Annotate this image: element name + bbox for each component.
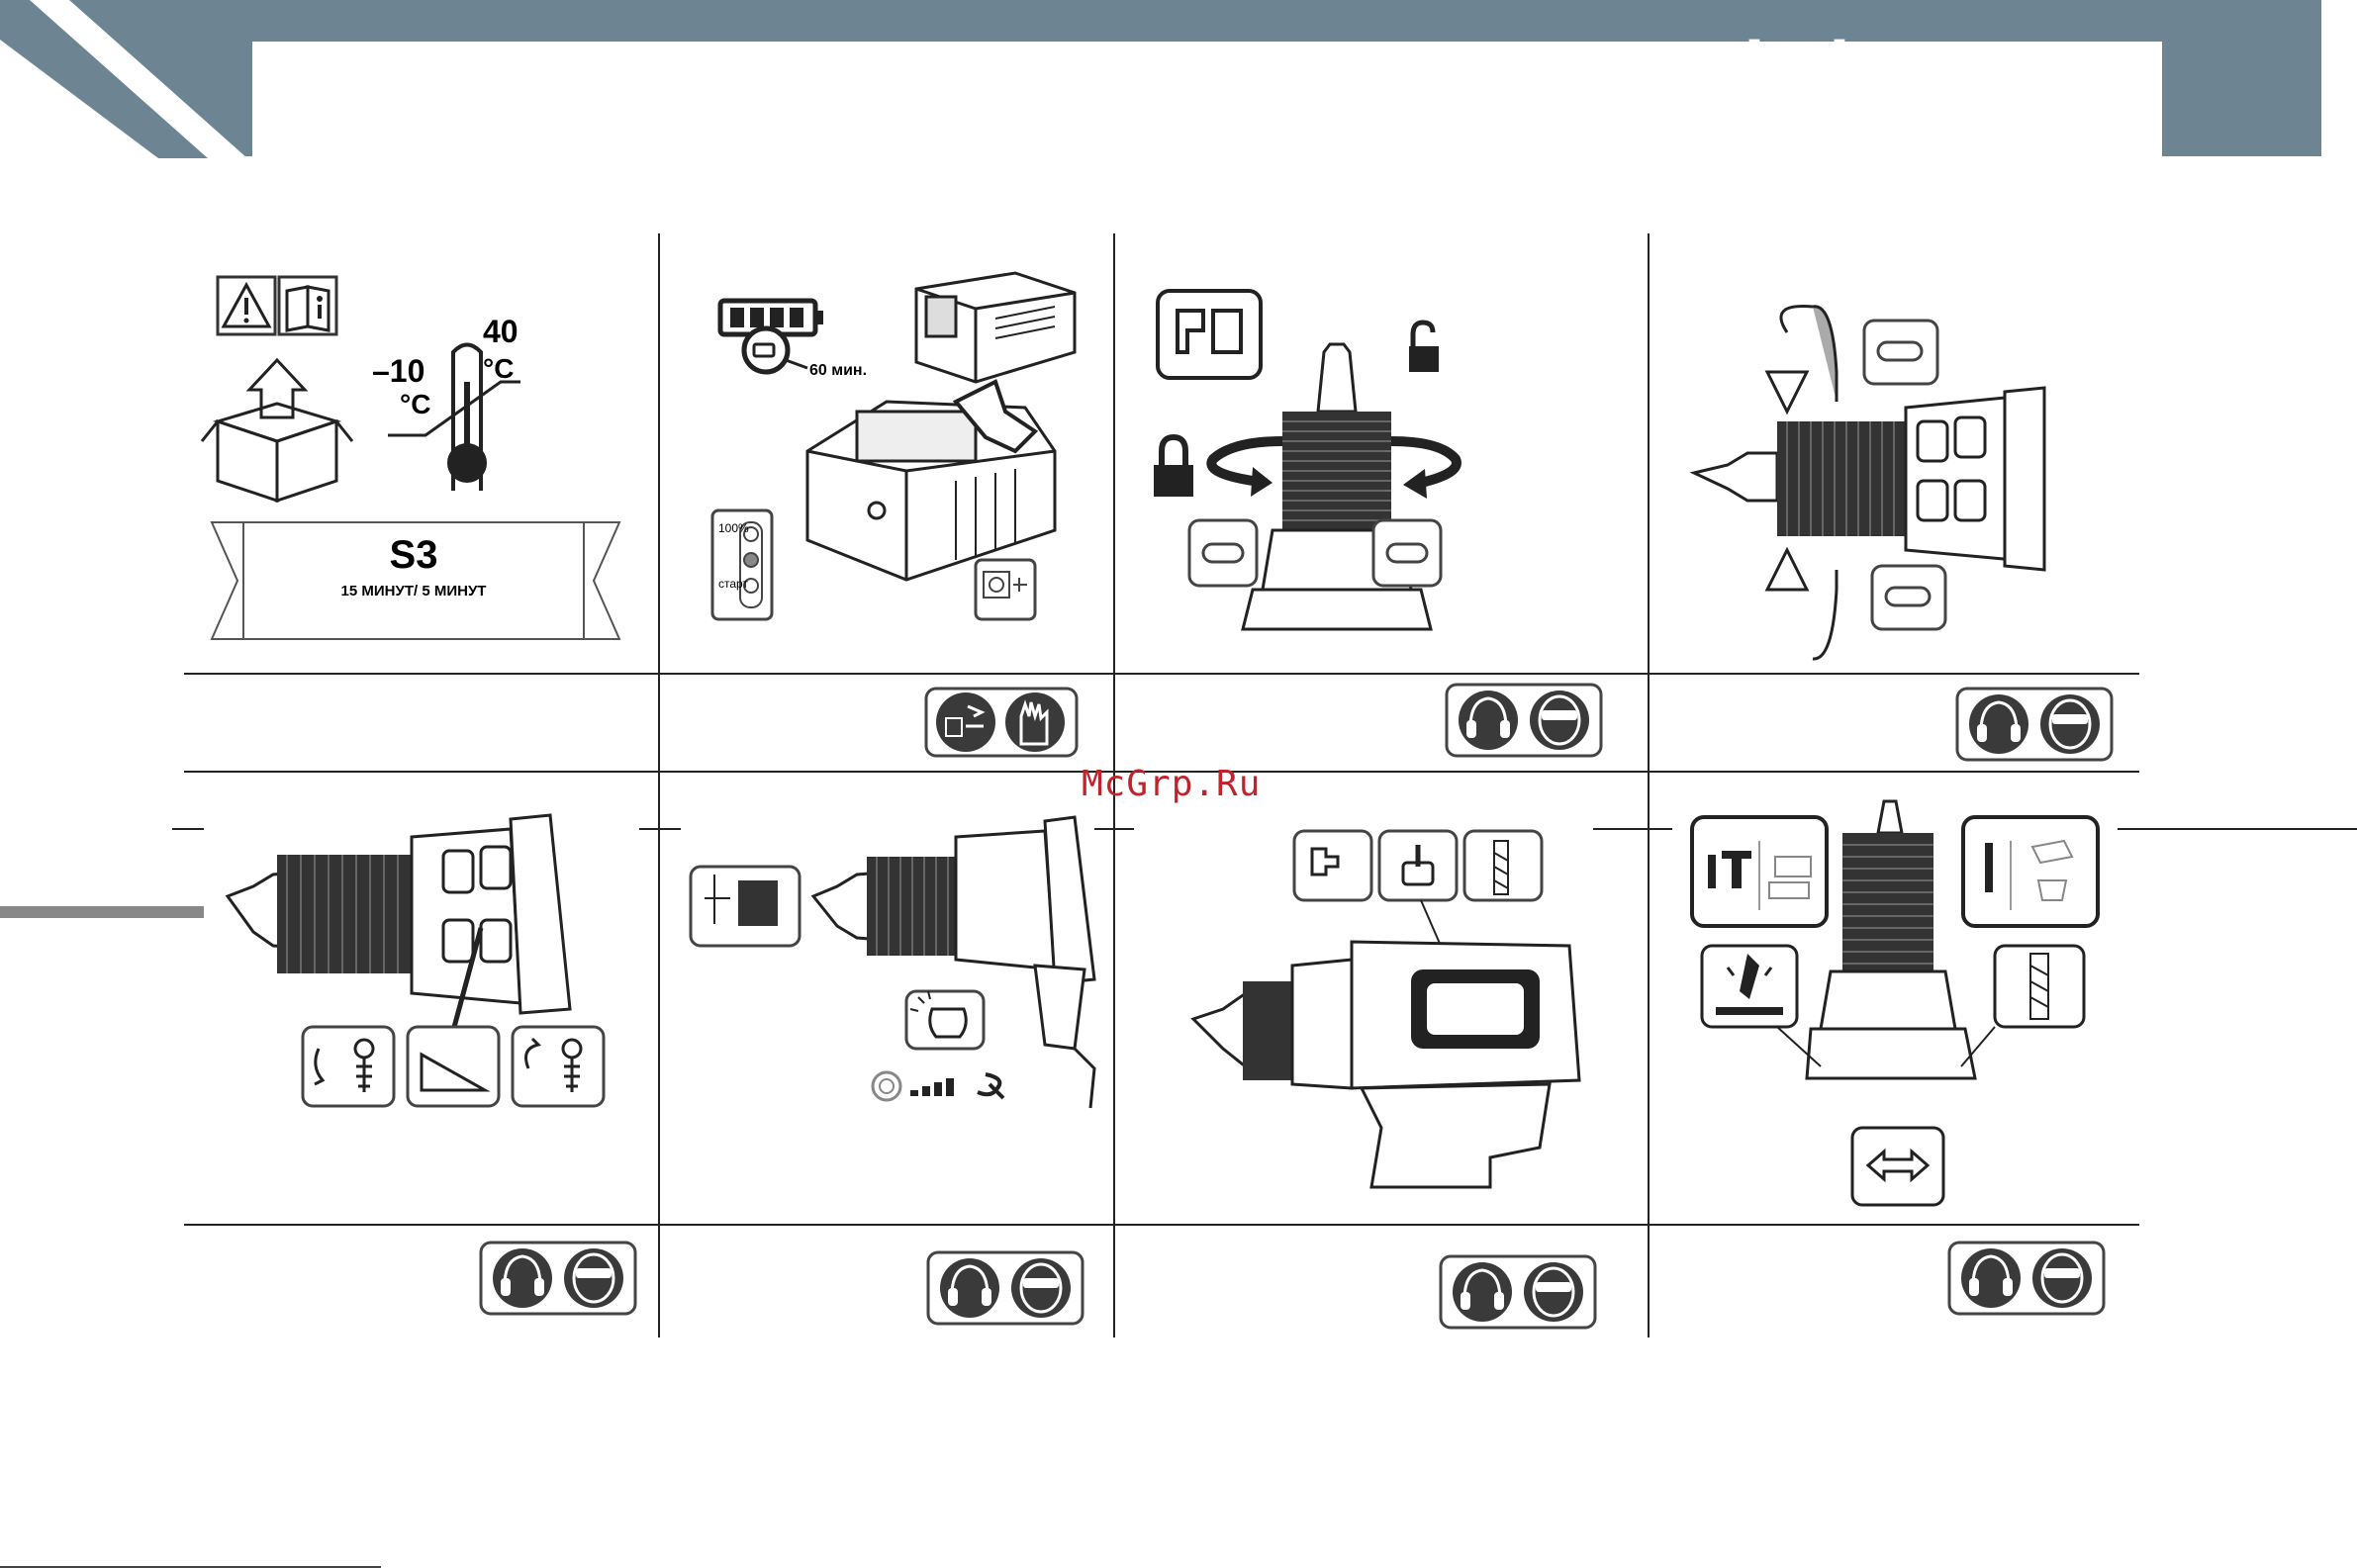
drill-side-illustration	[1694, 388, 2044, 570]
unlock-icon	[1409, 323, 1439, 372]
eye-protection-icon	[1530, 691, 1589, 750]
safety-icons-ppe-row1-c4	[1955, 687, 2114, 762]
drill-bit-icon	[1963, 817, 2098, 926]
safety-icons-ppe-row1-c3	[1445, 683, 1603, 758]
panel-chuck-lock	[1114, 233, 1649, 674]
temp-high-unit: °C	[483, 353, 514, 384]
panel-charging: 60 мин. 100% старт	[659, 233, 1114, 674]
unbox-icon	[202, 360, 352, 501]
temp-low: –10	[372, 353, 424, 389]
chuck-manual-icon	[1158, 291, 1261, 378]
hammer-icon	[1692, 817, 1827, 926]
drill-bit-icon	[1995, 946, 2084, 1027]
duty-mode-title: S3	[390, 533, 438, 577]
ear-protection-icon	[1969, 694, 2028, 754]
mode-selector-icon	[1294, 831, 1542, 900]
eye-protection-icon	[564, 1248, 623, 1308]
battery-pack-illustration	[916, 273, 1075, 382]
charge-start-label: старт	[718, 577, 748, 591]
direction-icon	[1852, 1128, 1943, 1205]
charge-full-label: 100%	[718, 521, 749, 535]
warning-icon	[218, 277, 275, 334]
drill-body-illustration	[1193, 942, 1579, 1187]
eye-protection-icon	[2032, 1248, 2092, 1308]
screw-icon	[303, 1027, 394, 1106]
panel-trigger	[659, 772, 1114, 1225]
safety-icons-ppe-row2-c1	[479, 1241, 637, 1316]
ear-protection-icon	[1453, 1262, 1512, 1322]
gloves-icon	[1005, 692, 1065, 752]
eye-protection-icon	[2040, 694, 2100, 754]
safety-icons-ppe-row2-c2	[926, 1250, 1084, 1326]
panel-rotation	[1649, 233, 2139, 674]
speed-ramp-icon	[873, 1072, 1003, 1100]
battery-icon	[720, 301, 823, 372]
safety-icons-ppe-row2-c4	[1947, 1241, 2106, 1316]
eye-protection-icon	[1011, 1258, 1071, 1318]
ear-protection-icon	[493, 1248, 552, 1308]
drill-bit-insert-icon	[691, 867, 800, 946]
panel-drill-modes	[1649, 772, 2139, 1225]
temp-high: 40	[483, 314, 519, 349]
torque-ramp-icon	[408, 1027, 499, 1106]
safety-icons-unplug-gloves	[924, 687, 1079, 758]
lock-icon	[1154, 437, 1193, 497]
manual-icon	[279, 277, 336, 334]
panel-torque	[184, 772, 659, 1225]
panel-mode-switch	[1114, 772, 1649, 1225]
ear-protection-icon	[940, 1258, 999, 1318]
ear-protection-icon	[1459, 691, 1518, 750]
drill-illustration	[813, 817, 1094, 1108]
safety-icons-ppe-row2-c3	[1439, 1254, 1597, 1330]
unplug-icon	[936, 692, 995, 752]
impact-drill-icon	[1702, 946, 1797, 1027]
trigger-press-icon	[906, 991, 984, 1049]
ear-protection-icon	[1961, 1248, 2021, 1308]
socket-icon	[976, 560, 1035, 619]
drill-hammer-illustration	[1807, 801, 1975, 1078]
screw-icon	[513, 1027, 604, 1106]
eye-protection-icon	[1524, 1262, 1583, 1322]
panel-storage: –10 °C 40 °C S3 15 МИНУТ/ 5 МИНУТ	[184, 233, 659, 674]
temp-low-unit: °C	[400, 389, 430, 419]
charge-time: 60 мин.	[809, 362, 867, 379]
drill-chuck-illustration	[228, 815, 570, 1031]
charger-icon	[807, 382, 1055, 580]
duty-mode-sub: 15 МИНУТ/ 5 МИНУТ	[341, 583, 487, 600]
watermark-link[interactable]: McGrp.Ru	[1082, 764, 1261, 804]
